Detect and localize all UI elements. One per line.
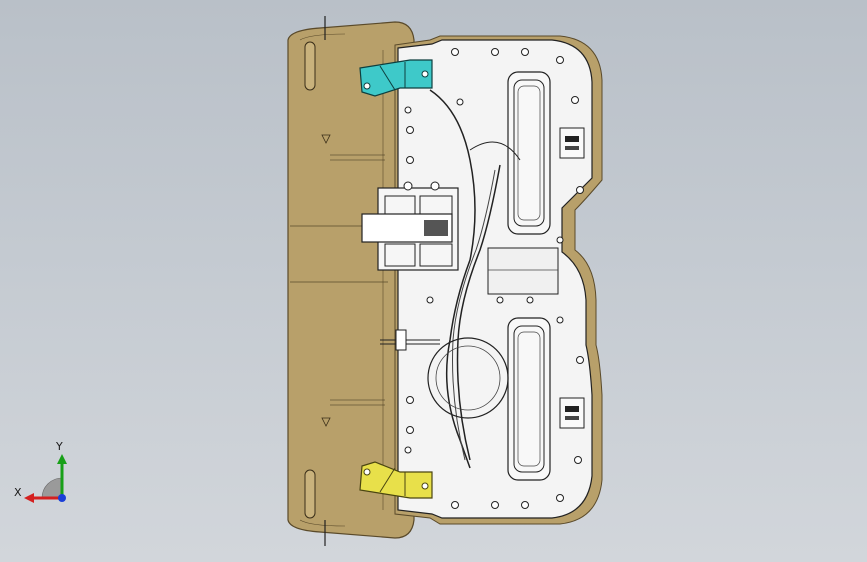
axis-label-y: Y xyxy=(56,440,63,453)
coordinate-triad: Y X xyxy=(12,440,82,510)
bracket-top[interactable] xyxy=(359,59,433,97)
axis-label-x: X xyxy=(14,486,22,499)
seat-frame xyxy=(361,35,603,525)
bracket-bottom[interactable] xyxy=(359,461,433,499)
seat-cushion xyxy=(287,16,415,546)
triad-arrows-icon xyxy=(24,454,67,503)
